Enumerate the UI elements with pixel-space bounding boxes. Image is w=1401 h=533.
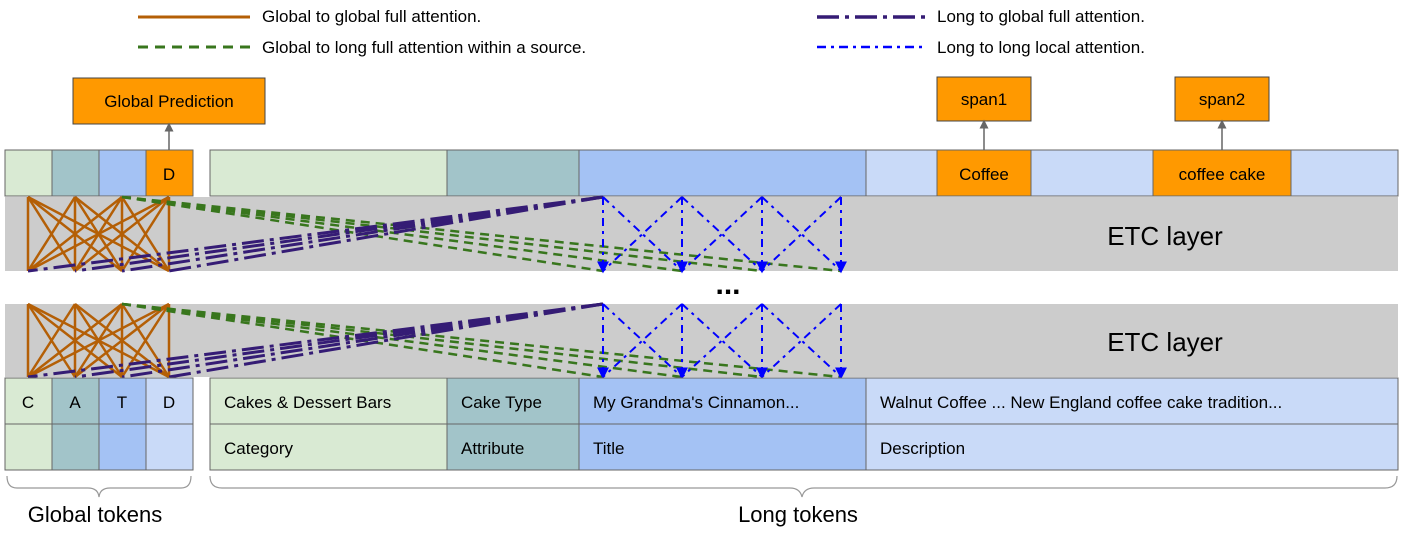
- global-token-a-name: [51, 423, 100, 471]
- top-global-d: [145, 149, 194, 197]
- global-token-t: [98, 377, 147, 425]
- top-global-t: [98, 149, 147, 197]
- etc-layer-upper-label: ETC layer: [1107, 221, 1223, 251]
- long-name-title: [578, 423, 867, 471]
- long-value-description-label: Walnut Coffee ... New England coffee cak…: [880, 393, 1282, 412]
- global-token-a-label: A: [69, 393, 81, 412]
- long-name-description: [865, 423, 1399, 471]
- long-name-attribute-label: Attribute: [461, 439, 524, 458]
- span1-box: [936, 76, 1032, 122]
- lower-connections: [26, 302, 847, 380]
- upper-global-to-global: [26, 195, 171, 273]
- global-prediction-box: [72, 77, 266, 125]
- global-token-d-name: [145, 423, 194, 471]
- long-value-description: [865, 377, 1399, 425]
- top-token-row: D Coffee coffee cake: [4, 149, 1399, 197]
- legend-label-long-to-long: Long to long local attention.: [937, 38, 1145, 57]
- long-name-category-label: Category: [224, 439, 293, 458]
- top-long-attribute: [446, 149, 580, 197]
- outputs: Global Prediction span1 span2: [72, 76, 1270, 150]
- upper-long-to-long: [597, 196, 847, 274]
- lower-long-to-global: [27, 302, 604, 379]
- top-token-coffee-cake-label: coffee cake: [1179, 165, 1266, 184]
- lower-long-to-long: [597, 303, 847, 380]
- top-long-title: [578, 149, 867, 197]
- span2-box: [1174, 76, 1270, 122]
- legend-label-long-to-global: Long to global full attention.: [937, 7, 1145, 26]
- upper-long-to-global: [27, 195, 604, 273]
- global-token-c-label: C: [22, 393, 34, 412]
- legend-label-global-to-global: Global to global full attention.: [262, 7, 481, 26]
- legend-label-global-to-long: Global to long full attention within a s…: [262, 38, 586, 57]
- legend: Global to global full attention. Global …: [138, 7, 1145, 57]
- global-tokens-brace: [6, 475, 192, 498]
- long-name-category: [209, 423, 448, 471]
- global-prediction-label: Global Prediction: [104, 92, 233, 111]
- global-token-t-label: T: [117, 393, 127, 412]
- long-value-category: [209, 377, 448, 425]
- top-long-category: [209, 149, 448, 197]
- top-global-c: [4, 149, 53, 197]
- long-value-title: [578, 377, 867, 425]
- long-value-category-label: Cakes & Dessert Bars: [224, 393, 391, 412]
- global-token-c-name: [4, 423, 53, 471]
- upper-connections: [26, 195, 847, 274]
- top-token-coffee: [936, 149, 1032, 197]
- input-token-table: C A T D Cakes & Dessert Bars Cake Type M…: [4, 377, 1399, 471]
- long-name-description-label: Description: [880, 439, 965, 458]
- global-token-d: [145, 377, 194, 425]
- long-value-attribute: [446, 377, 580, 425]
- layers-ellipsis: ...: [715, 268, 740, 301]
- global-tokens-caption: Global tokens: [28, 502, 163, 527]
- long-value-attribute-label: Cake Type: [461, 393, 542, 412]
- global-token-t-name: [98, 423, 147, 471]
- top-global-a: [51, 149, 100, 197]
- long-name-attribute: [446, 423, 580, 471]
- span1-label: span1: [961, 90, 1007, 109]
- top-token-coffee-label: Coffee: [959, 165, 1009, 184]
- span2-label: span2: [1199, 90, 1245, 109]
- long-name-title-label: Title: [593, 439, 625, 458]
- etc-layer-lower-label: ETC layer: [1107, 327, 1223, 357]
- long-tokens-brace: [209, 475, 1398, 498]
- top-token-coffee-cake: [1152, 149, 1292, 197]
- long-tokens-caption: Long tokens: [738, 502, 858, 527]
- long-value-title-label: My Grandma's Cinnamon...: [593, 393, 799, 412]
- top-global-d-label: D: [163, 165, 175, 184]
- global-token-d-label: D: [163, 393, 175, 412]
